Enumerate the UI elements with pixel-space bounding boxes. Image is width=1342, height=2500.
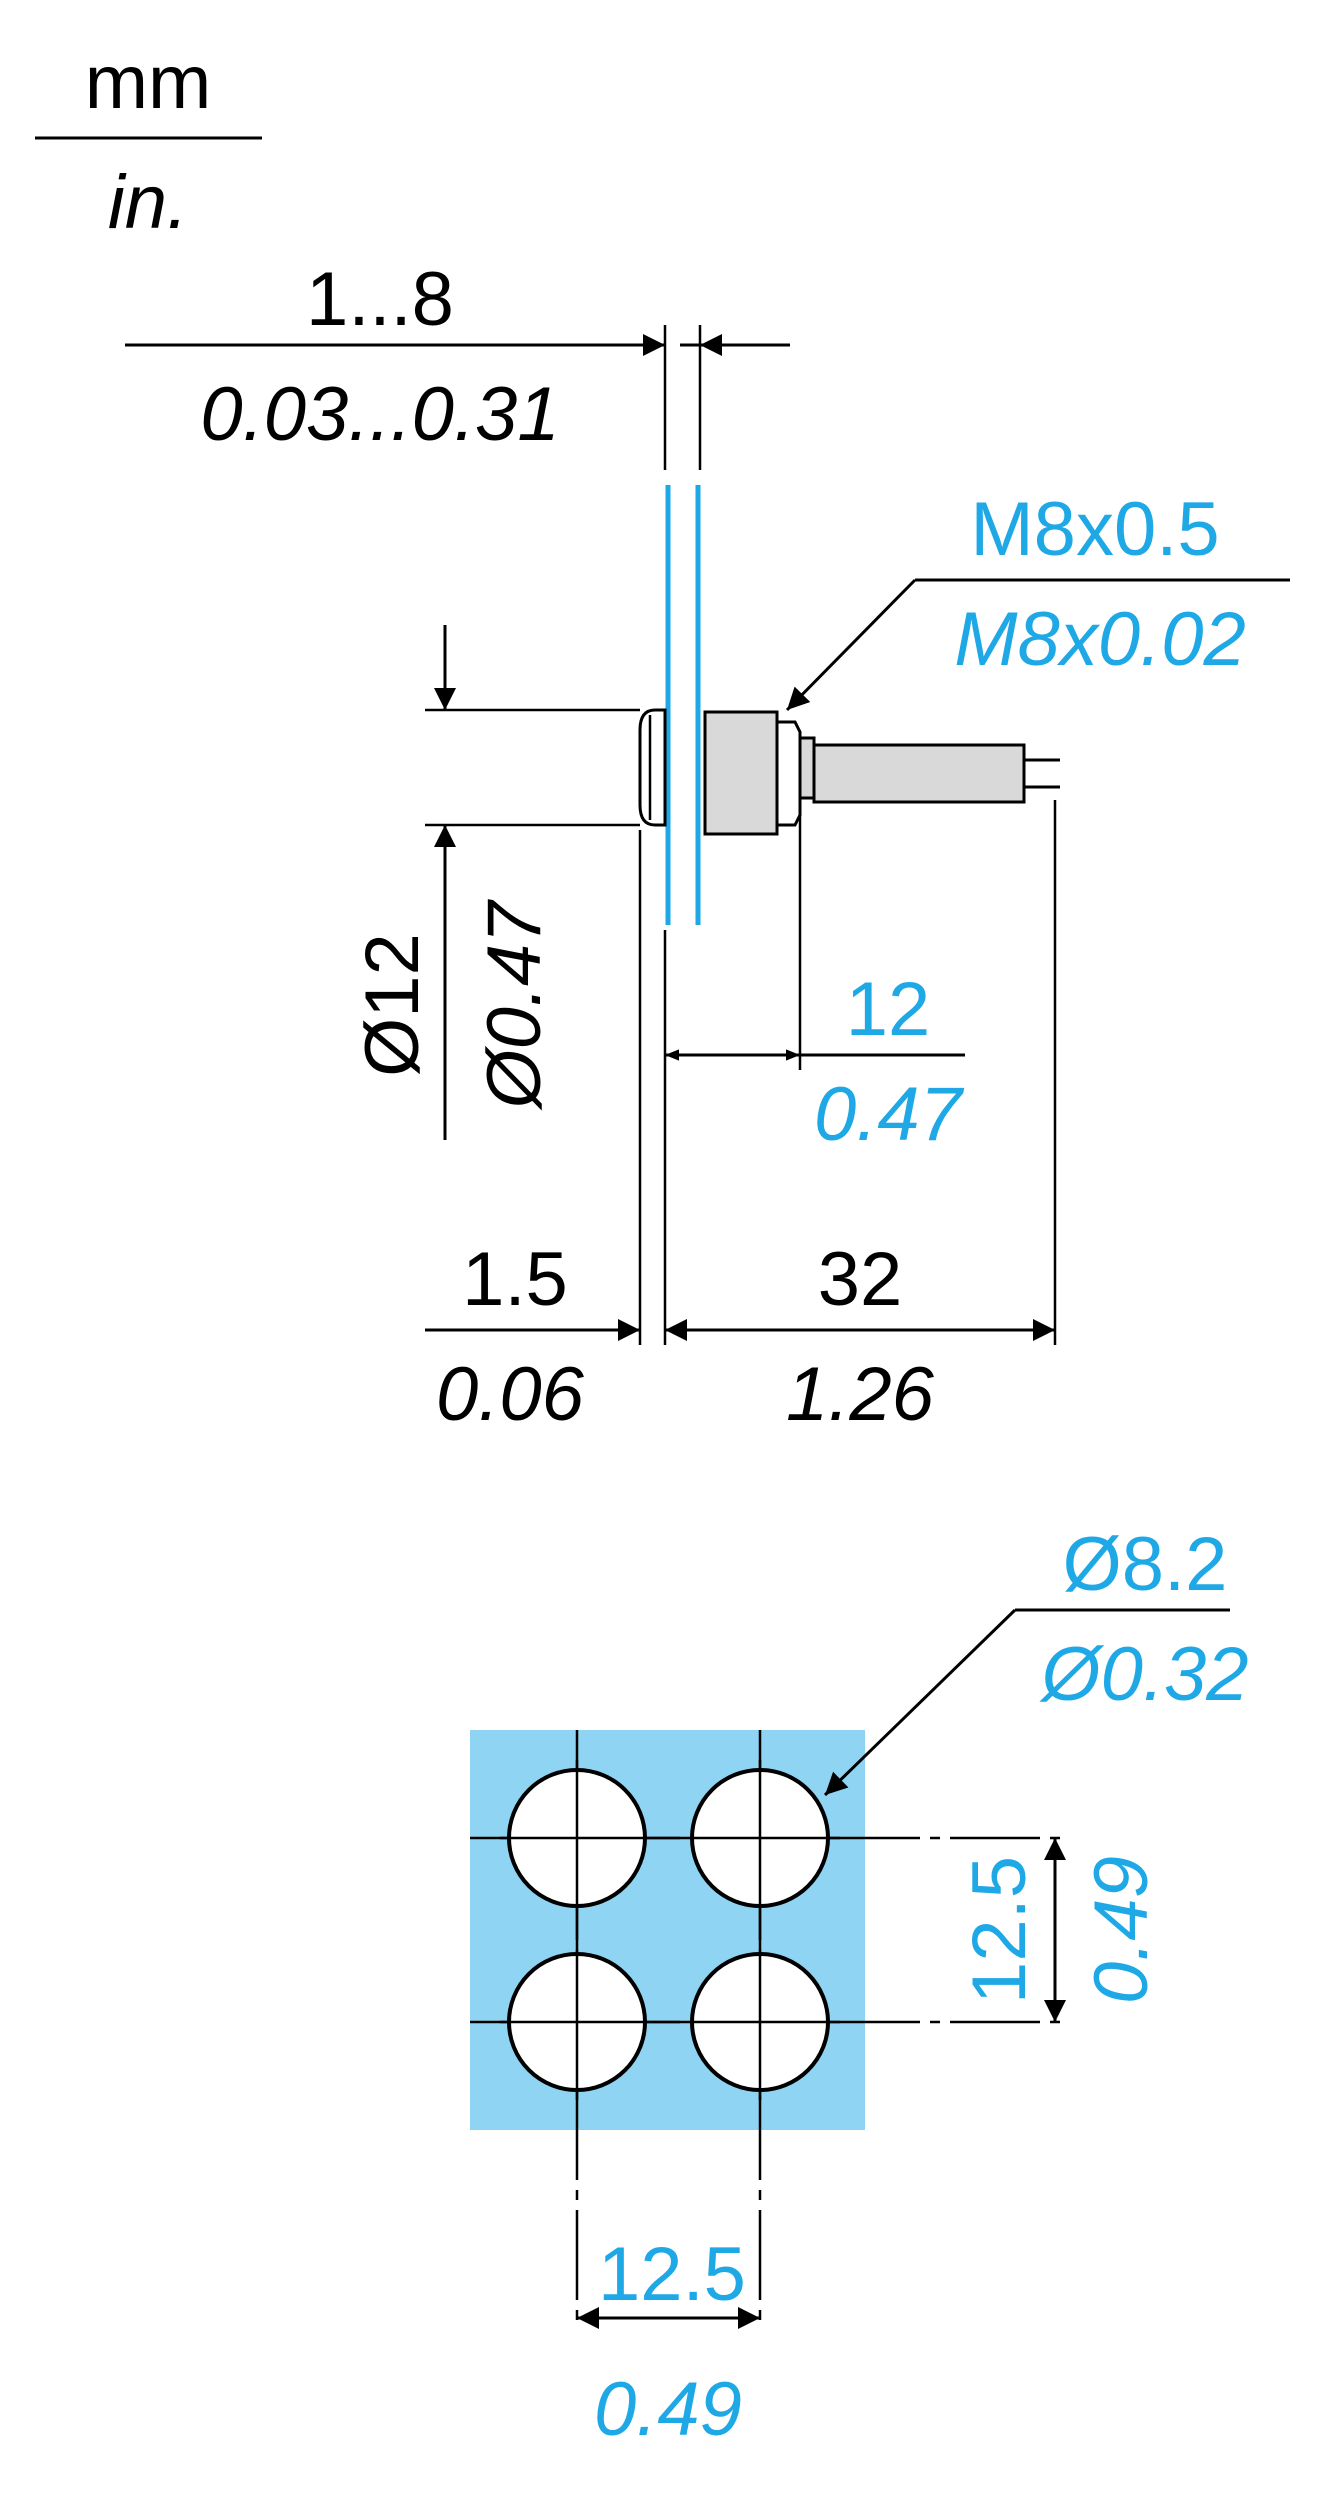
thread-length-in: 0.47 — [814, 1072, 965, 1157]
head-diameter-dimension: Ø12 Ø0.47 — [350, 625, 640, 1140]
pitch-vertical-in: 0.49 — [1079, 1856, 1164, 2004]
thread-length-mm: 12 — [846, 967, 931, 1052]
thread-mm: M8x0.5 — [970, 487, 1219, 572]
overall-length-in: 1.26 — [786, 1352, 935, 1437]
hole-diameter-mm: Ø8.2 — [1063, 1522, 1228, 1607]
panel-thickness-mm: 1...8 — [306, 257, 454, 342]
thread-in: M8x0.02 — [954, 597, 1246, 682]
mounting-panel — [665, 485, 701, 925]
pitch-vertical-mm: 12.5 — [957, 1856, 1042, 2004]
hole-diameter-in: Ø0.32 — [1038, 1632, 1248, 1717]
panel-cutout — [470, 1730, 1065, 2330]
unit-metric-label: mm — [85, 40, 212, 125]
pushbutton-body — [638, 708, 1060, 836]
head-thickness-in: 0.06 — [436, 1352, 585, 1437]
unit-legend: mm in. — [35, 40, 262, 245]
thread-callout: M8x0.5 M8x0.02 — [785, 487, 1290, 712]
length-dimensions: 1.5 0.06 32 1.26 — [425, 800, 1057, 1437]
pitch-vertical-dimension: 12.5 0.49 — [957, 1838, 1164, 2022]
pitch-horizontal-in: 0.49 — [594, 2367, 742, 2452]
hole-diameter-callout: Ø8.2 Ø0.32 — [823, 1522, 1249, 1797]
overall-length-mm: 32 — [818, 1237, 903, 1322]
pitch-horizontal-dimension: 12.5 0.49 — [577, 2232, 760, 2452]
head-thickness-mm: 1.5 — [462, 1237, 568, 1322]
pitch-horizontal-mm: 12.5 — [598, 2232, 746, 2317]
panel-thickness-in: 0.03...0.31 — [200, 372, 559, 457]
panel-thickness-dimension: 1...8 0.03...0.31 — [125, 257, 790, 470]
head-diameter-in: Ø0.47 — [472, 899, 557, 1112]
head-diameter-mm: Ø12 — [350, 933, 435, 1077]
unit-imperial-label: in. — [108, 160, 188, 245]
thread-length-dimension: 12 0.47 — [663, 815, 965, 1345]
